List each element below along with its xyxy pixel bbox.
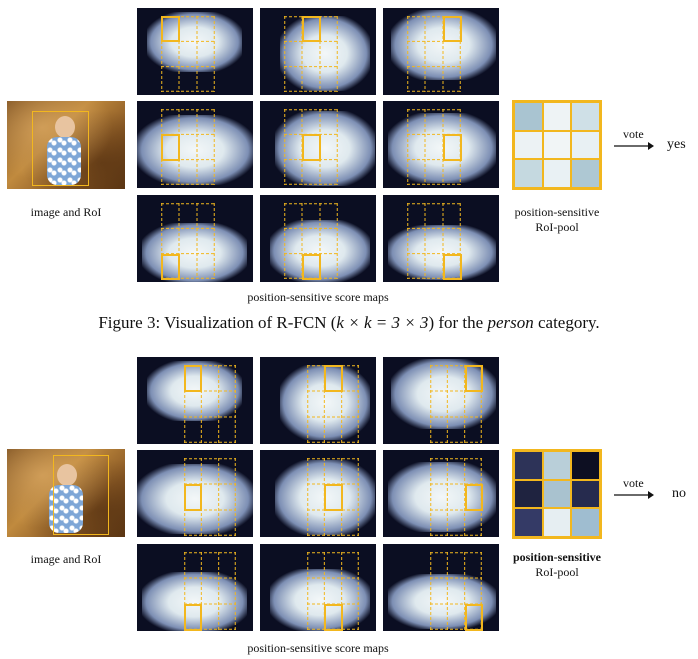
- roi-box: [32, 111, 89, 186]
- pool-cell: [571, 451, 600, 480]
- caption-emph: person: [487, 313, 533, 332]
- pool-label-line2: RoI-pool: [495, 565, 619, 580]
- vote-result: yes: [667, 137, 686, 153]
- score-map: [383, 101, 499, 188]
- score-map: [383, 195, 499, 282]
- vote-result: no: [672, 486, 686, 502]
- pool-cell: [514, 131, 543, 160]
- pool-cell: [543, 131, 572, 160]
- pool-cell: [543, 102, 572, 131]
- bin-highlight: [443, 254, 462, 280]
- score-map: [137, 357, 253, 444]
- figure-top: image and RoI position-sensitive score m…: [0, 0, 698, 300]
- score-map: [260, 101, 376, 188]
- bin-highlight: [465, 604, 483, 631]
- bin-highlight: [443, 134, 462, 160]
- input-image: [7, 101, 125, 189]
- score-map: [383, 544, 499, 631]
- score-map: [260, 357, 376, 444]
- bin-highlight: [324, 365, 342, 392]
- maps-label: position-sensitive score maps: [137, 641, 499, 656]
- roi-pool-grid: [512, 449, 602, 539]
- bin-highlight: [184, 604, 202, 631]
- bin-highlight: [161, 254, 180, 280]
- figure-caption: Figure 3: Visualization of R-FCN (k × k …: [0, 313, 698, 333]
- pool-cell: [571, 159, 600, 188]
- pool-label-line1: position-sensitive: [495, 550, 619, 565]
- pool-cell: [543, 480, 572, 509]
- pool-cell: [571, 102, 600, 131]
- score-map: [383, 8, 499, 95]
- figure-bottom: image and RoI position-sensitive score m…: [0, 345, 698, 659]
- score-map: [137, 544, 253, 631]
- pool-cell: [514, 480, 543, 509]
- score-map: [137, 101, 253, 188]
- bin-highlight: [465, 365, 483, 392]
- bin-highlight: [184, 365, 202, 392]
- pool-cell: [571, 131, 600, 160]
- bin-highlight: [443, 16, 462, 42]
- score-map: [137, 450, 253, 537]
- bin-highlight: [324, 604, 342, 631]
- pool-cell: [514, 451, 543, 480]
- score-map: [137, 8, 253, 95]
- image-label: image and RoI: [7, 552, 125, 567]
- score-map: [260, 544, 376, 631]
- bin-highlight: [184, 484, 202, 511]
- pool-cell: [571, 508, 600, 537]
- score-map: [260, 450, 376, 537]
- pool-label-line2: RoI-pool: [495, 220, 619, 235]
- vote-arrow-icon: [614, 489, 654, 501]
- score-map: [383, 357, 499, 444]
- score-map: [137, 195, 253, 282]
- pool-cell: [571, 480, 600, 509]
- pool-cell: [514, 102, 543, 131]
- score-map: [260, 195, 376, 282]
- roi-box: [53, 455, 109, 535]
- bin-highlight: [302, 134, 321, 160]
- pool-cell: [514, 159, 543, 188]
- pool-cell: [543, 508, 572, 537]
- pool-cell: [543, 451, 572, 480]
- pool-label-line1: position-sensitive: [495, 205, 619, 220]
- input-image: [7, 449, 125, 537]
- bin-highlight: [465, 484, 483, 511]
- bin-highlight: [302, 254, 321, 280]
- pool-cell: [543, 159, 572, 188]
- bin-highlight: [161, 16, 180, 42]
- image-label: image and RoI: [7, 205, 125, 220]
- caption-math: k × k = 3 × 3: [336, 313, 428, 332]
- maps-label: position-sensitive score maps: [137, 290, 499, 305]
- score-map: [383, 450, 499, 537]
- vote-arrow-icon: [614, 140, 654, 152]
- pool-cell: [514, 508, 543, 537]
- bin-highlight: [324, 484, 342, 511]
- roi-pool-grid: [512, 100, 602, 190]
- bin-highlight: [302, 16, 321, 42]
- score-map: [260, 8, 376, 95]
- bin-highlight: [161, 134, 180, 160]
